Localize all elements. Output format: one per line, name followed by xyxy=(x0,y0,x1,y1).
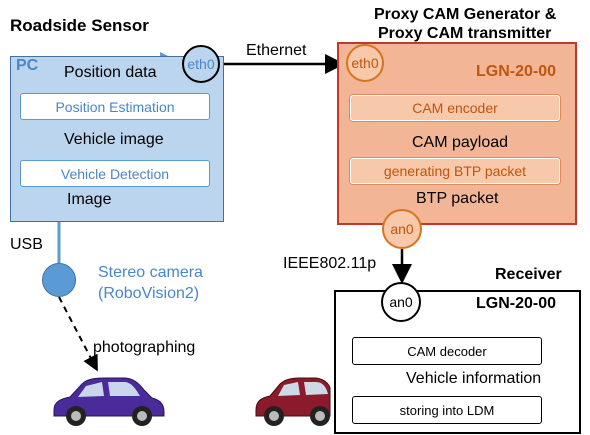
stereo-camera-icon xyxy=(42,263,76,297)
edge-label-btp-packet: BTP packet xyxy=(416,190,499,207)
cam-decoder-block: CAM decoder xyxy=(352,337,542,365)
edge-label-usb: USB xyxy=(10,236,43,253)
pc-eth0-port: eth0 xyxy=(182,45,220,83)
receiver-device-label: LGN-20-00 xyxy=(476,295,557,312)
vehicle-detection-block: Vehicle Detection xyxy=(20,160,210,187)
edge-label-position-data: Position data xyxy=(64,64,157,81)
proxy-device-label: LGN-20-00 xyxy=(476,63,557,80)
stereo-camera-caption: Stereo camera (RoboVision2) xyxy=(98,262,203,304)
proxy-title-line2: Proxy CAM transmitter xyxy=(378,25,552,42)
red-car-icon xyxy=(255,377,331,426)
ethernet-label: Ethernet xyxy=(246,42,307,59)
receiver-an0-port: an0 xyxy=(381,282,421,322)
blue-car-icon xyxy=(53,377,165,426)
cam-encoder-block: CAM encoder xyxy=(350,95,560,121)
edge-label-photographing: photographing xyxy=(93,339,196,356)
edge-label-vehicle-information: Vehicle information xyxy=(406,370,542,387)
proxy-an0-port: an0 xyxy=(382,209,422,249)
sensor-title: Roadside Sensor xyxy=(10,16,149,35)
photographing-line xyxy=(58,296,98,372)
position-estimation-block: Position Estimation xyxy=(20,93,210,120)
btp-packet-block: generating BTP packet xyxy=(350,158,560,184)
pc-label: PC xyxy=(16,57,39,74)
edge-label-vehicle-image: Vehicle image xyxy=(64,131,164,148)
storing-ldm-block: storing into LDM xyxy=(352,396,542,424)
proxy-eth0-port: eth0 xyxy=(346,44,384,82)
pc-panel xyxy=(10,56,224,222)
edge-label-image: Image xyxy=(67,191,112,208)
ieee80211p-label: IEEE802.11p xyxy=(283,255,377,272)
receiver-title: Receiver xyxy=(495,266,562,283)
edge-label-cam-payload: CAM payload xyxy=(412,134,509,151)
proxy-title-line1: Proxy CAM Generator & xyxy=(374,6,557,23)
stereo-camera-model: (RoboVision2) xyxy=(98,285,200,302)
stereo-camera-name: Stereo camera xyxy=(98,264,203,281)
